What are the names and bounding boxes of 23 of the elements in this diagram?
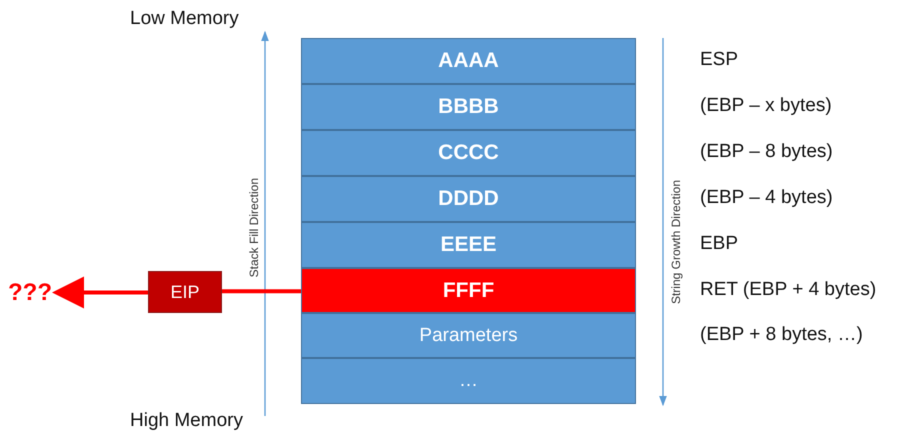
stack-cell: FFFF (301, 268, 636, 313)
offset-label: ESP (700, 49, 738, 71)
target-text: ??? (4, 276, 56, 310)
offset-label: RET (EBP + 4 bytes) (700, 278, 876, 300)
offset-label: (EBP + 8 bytes, …) (700, 324, 863, 346)
offset-label: (EBP – 4 bytes) (700, 187, 833, 209)
stack-cell: EEEE (301, 222, 636, 268)
stack-cell: CCCC (301, 130, 636, 176)
stack-cell: … (301, 358, 636, 404)
direction-label: String Growth Direction (669, 180, 683, 304)
register-box: EIP (148, 271, 222, 313)
memory-end-label: High Memory (130, 410, 243, 432)
memory-end-label: Low Memory (130, 8, 239, 30)
stack-cell: Parameters (301, 313, 636, 358)
direction-label: Stack Fill Direction (247, 178, 261, 278)
offset-label: (EBP – x bytes) (700, 95, 832, 117)
stack-cell: DDDD (301, 176, 636, 222)
stack-cell: AAAA (301, 38, 636, 84)
connector-line (222, 289, 301, 294)
offset-label: EBP (700, 233, 738, 255)
arrow (52, 276, 148, 308)
stack-cell: BBBB (301, 84, 636, 130)
offset-label: (EBP – 8 bytes) (700, 141, 833, 163)
